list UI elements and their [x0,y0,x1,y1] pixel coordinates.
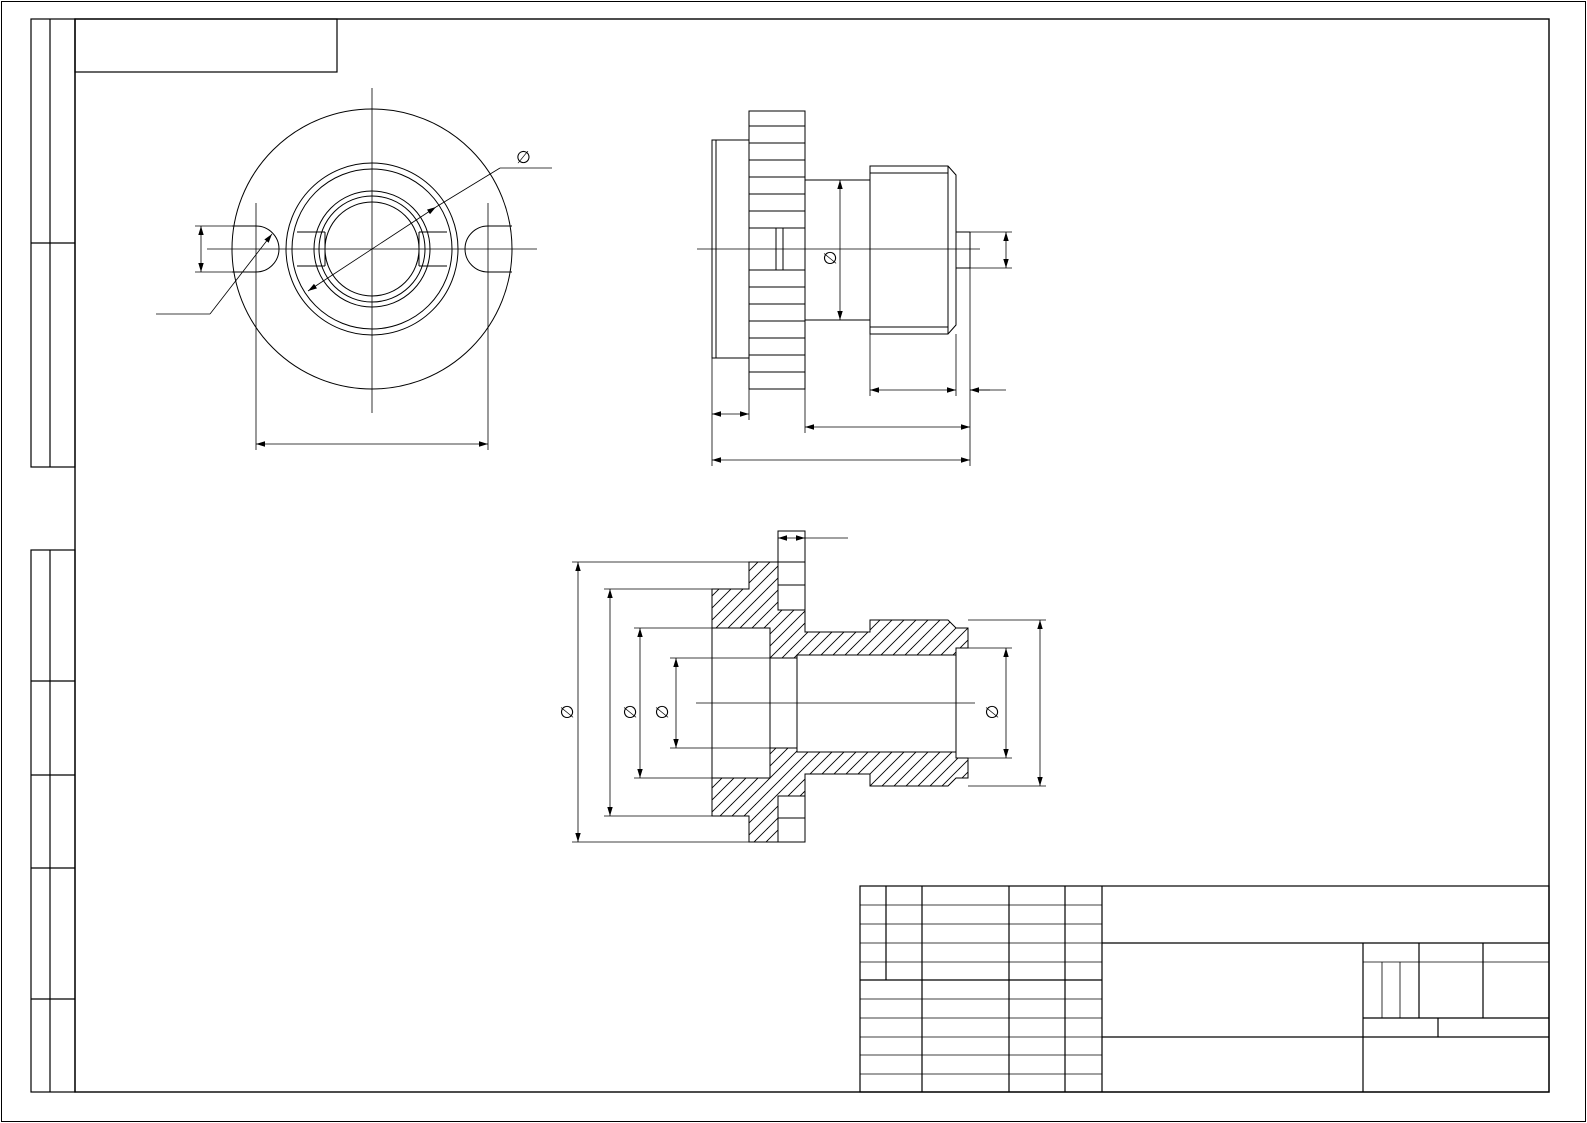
section-right-diameter-label: ∅ [983,705,1003,720]
section-inner-diameter-label: ∅ [653,705,673,720]
side-view [697,110,980,390]
side-view-dimensions [711,180,1012,466]
top-view-dimensions [156,167,552,447]
section-bore-diameter-label: ∅ [621,705,641,720]
top-view-diameter-label: ∅ [516,148,531,168]
section-view-outlines [696,562,975,842]
left-margin-strip-top [30,18,76,468]
left-margin-strip-bottom [30,549,76,1093]
section-view-dimensions [572,531,1046,843]
top-view [207,88,537,450]
title-block [859,885,1550,1093]
section-view [711,530,969,843]
section-outer-diameter-label: ∅ [558,705,578,720]
side-view-diameter-label: ∅ [821,251,841,266]
